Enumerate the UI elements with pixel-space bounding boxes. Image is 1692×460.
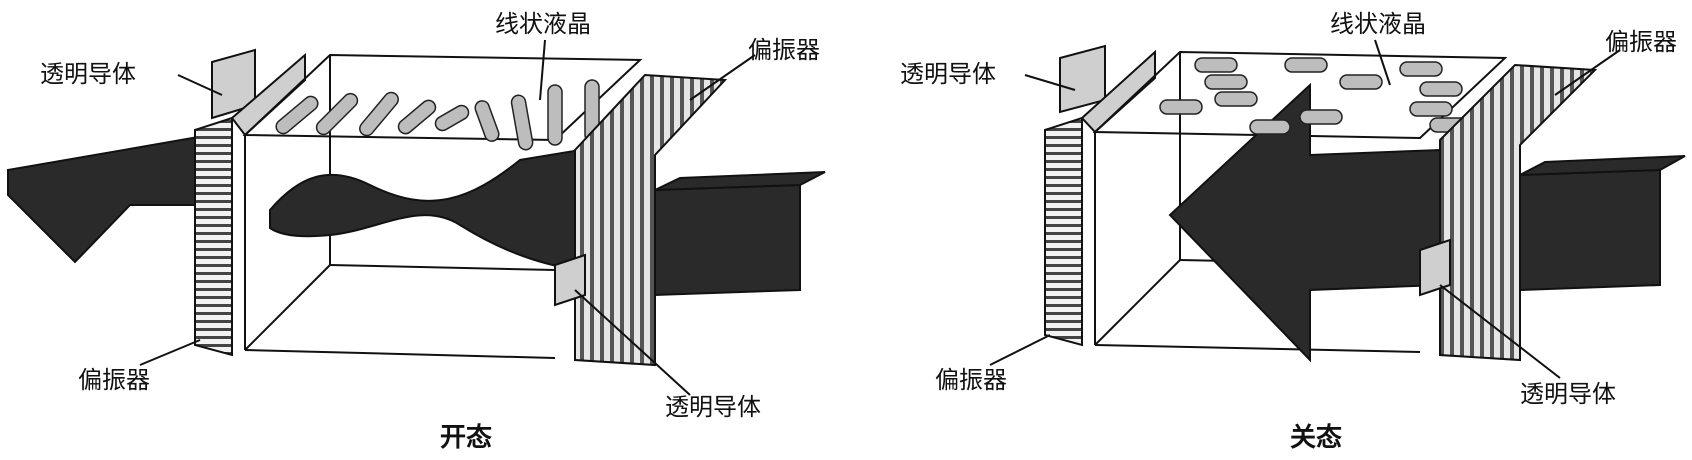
left-output-light-arrow [654,183,801,297]
right-label-conductor-bottom: 透明导体 [1520,380,1616,408]
right-conductor-bottom-block [1419,238,1451,297]
right-label-conductor-top: 透明导体 [900,60,996,88]
left-right-polarizer [574,73,728,367]
left-conductor-bottom-block [554,253,586,307]
right-left-polarizer [1044,116,1083,347]
right-label-polarizer-right: 偏振器 [1605,28,1677,56]
right-label-liquid-crystal: 线状液晶 [1330,10,1426,38]
right-cell-box [1092,50,1508,140]
left-cell-box [242,53,643,142]
left-liquid-crystal-rods [275,79,600,151]
right-liquid-crystal-rods [1159,57,1471,135]
left-label-liquid-crystal: 线状液晶 [495,10,591,38]
right-caption: 关态 [1290,422,1342,453]
right-input-light-arrow [1519,168,1661,292]
left-front-plate [230,52,306,137]
left-label-conductor-top: 透明导体 [40,60,136,88]
left-label-polarizer-left: 偏振器 [78,366,150,394]
right-panel: 透明导体 线状液晶 偏振器 偏振器 透明导体 关态 [900,10,1686,453]
left-input-light-arrow [7,133,211,264]
left-caption: 开态 [440,422,492,453]
left-polarizer-front [194,116,233,357]
right-right-polarizer [1439,63,1598,362]
right-label-polarizer-left: 偏振器 [935,366,1007,394]
left-label-polarizer-right: 偏振器 [748,36,820,64]
left-twisted-light-band [269,148,581,272]
left-label-conductor-bottom: 透明导体 [665,393,761,421]
right-front-plate [1080,49,1156,134]
left-panel: 透明导体 线状液晶 偏振器 偏振器 透明导体 开态 [7,10,826,453]
right-blocked-light-arrow [1168,82,1441,363]
